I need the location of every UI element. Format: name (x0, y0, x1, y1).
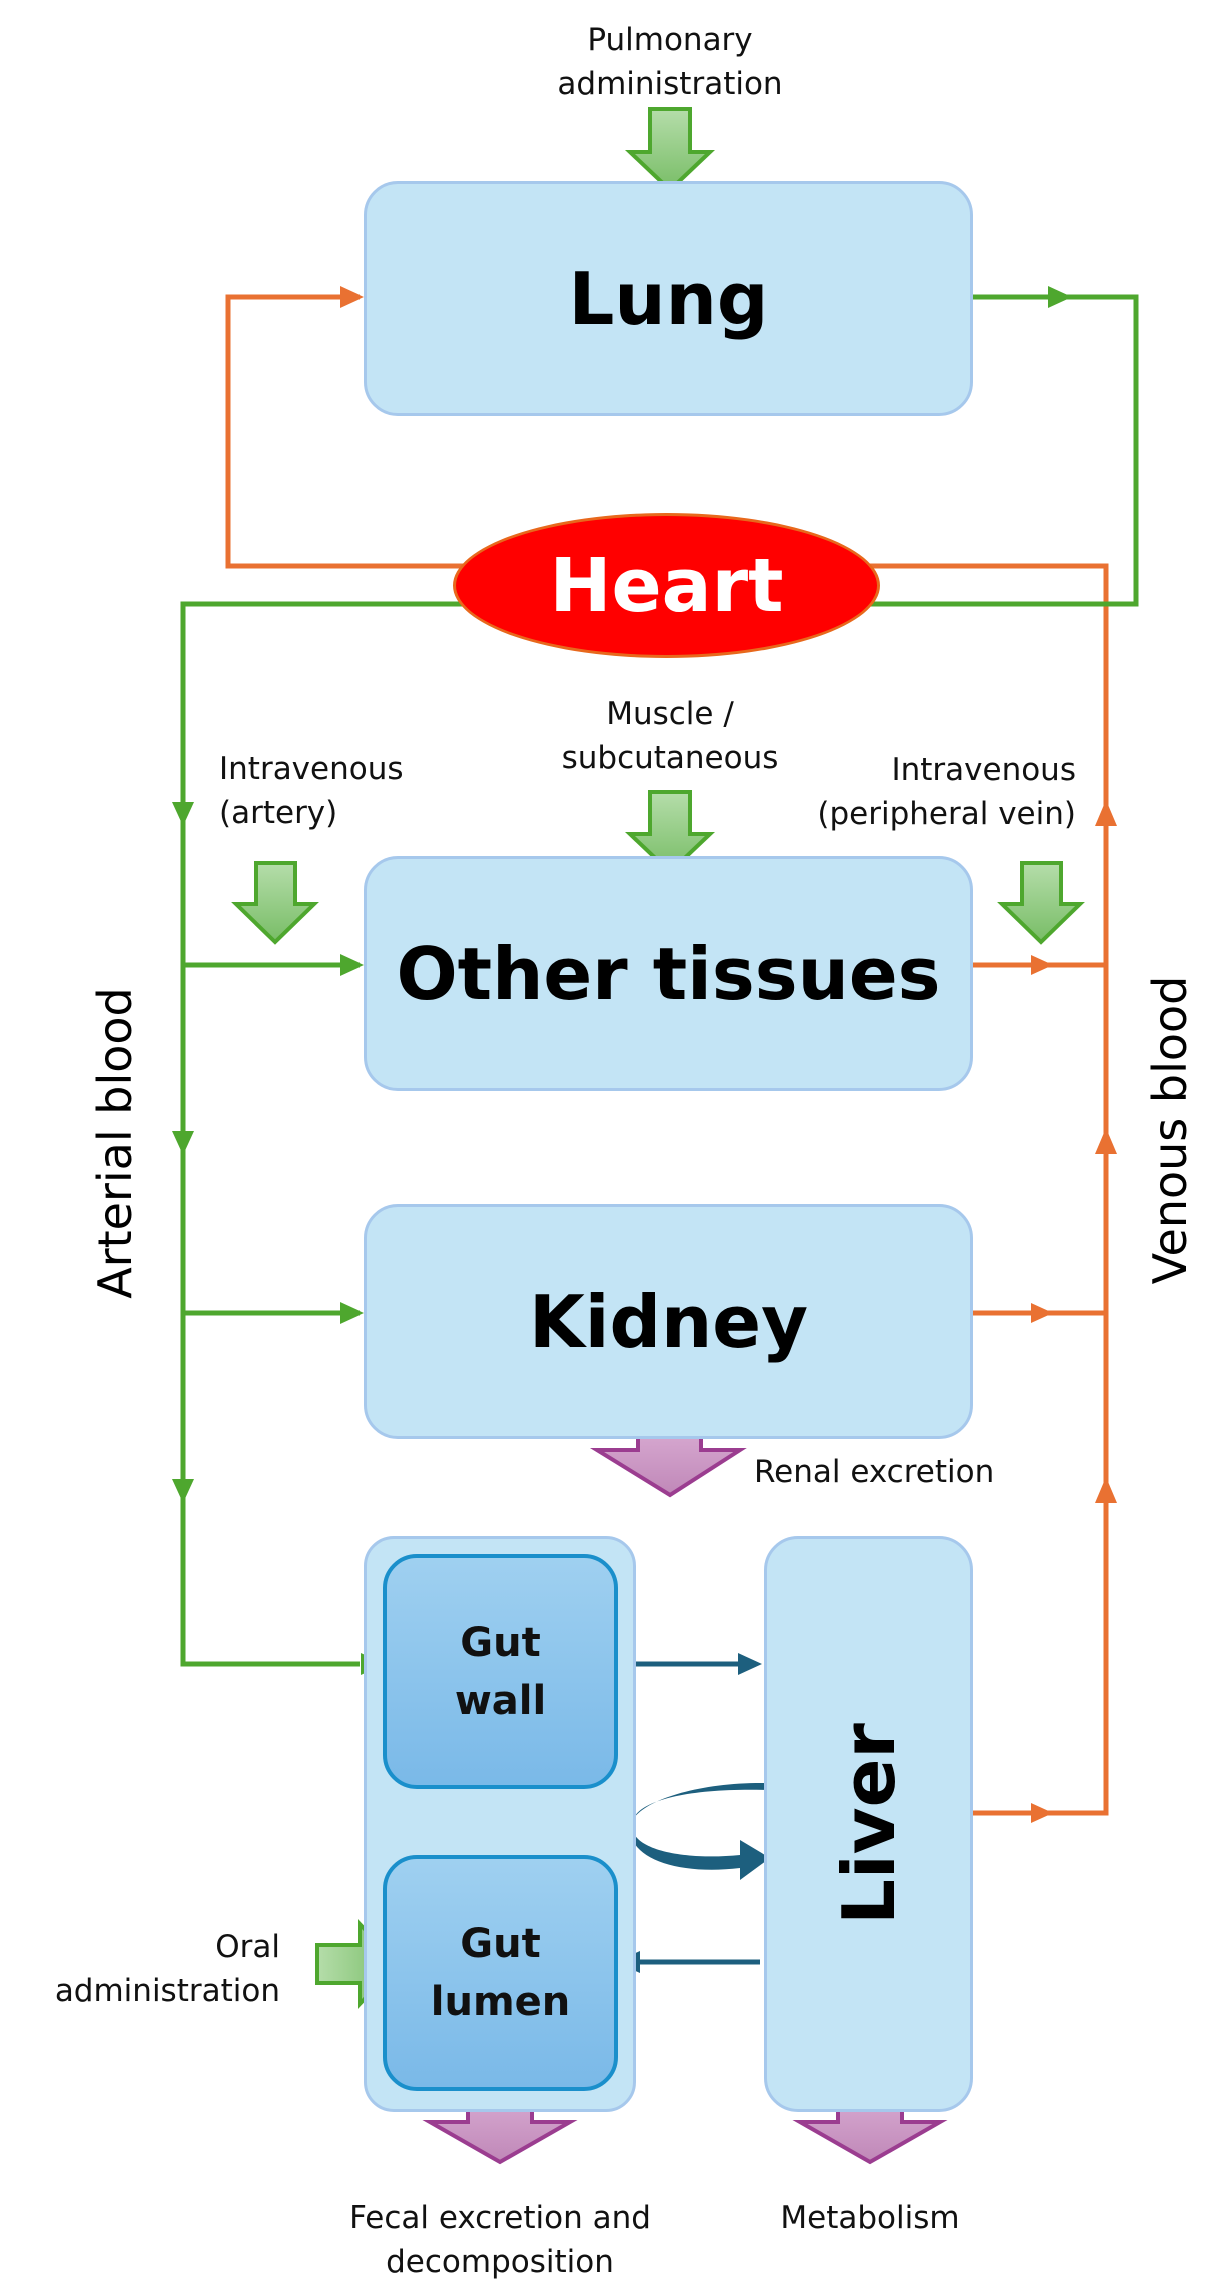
lung-label: Lung (568, 256, 769, 341)
gut-lumen-label-line1: Gut (460, 1921, 541, 1967)
iv-vein-label-line1: Intravenous (891, 752, 1076, 788)
iv-artery-label: Intravenous (artery) (219, 747, 479, 835)
enterohepatic-cycle-icon (629, 1782, 770, 1880)
pulmonary-label: Pulmonary administration (520, 18, 820, 106)
iv-vein-input-arrow (997, 861, 1085, 945)
other-tissues-label: Other tissues (396, 931, 941, 1016)
liver-box: Liver (764, 1536, 973, 2112)
renal-excretion-label: Renal excretion (754, 1454, 995, 1490)
venous-arrowheads (340, 286, 1117, 1823)
heart-ellipse: Heart (453, 513, 880, 658)
muscle-label-line2: subcutaneous (561, 740, 779, 776)
pulmonary-input-arrow (624, 107, 716, 193)
metabolism-label: Metabolism (780, 2200, 960, 2236)
fecal-excretion-label: Fecal excretion and decomposition (320, 2196, 680, 2284)
other-tissues-box: Other tissues (364, 856, 973, 1091)
gut-lumen-label-line2: lumen (430, 1979, 571, 2025)
heart-label: Heart (549, 542, 784, 629)
iv-vein-label: Intravenous (peripheral vein) (760, 748, 1076, 836)
kidney-label: Kidney (528, 1279, 809, 1364)
gut-wall-box: Gut wall (383, 1554, 618, 1789)
muscle-input-arrow (624, 790, 716, 875)
kidney-box: Kidney (364, 1204, 973, 1439)
liver-label: Liver (826, 1723, 911, 1925)
iv-artery-input-arrow (231, 861, 319, 945)
muscle-label-line1: Muscle / (606, 696, 734, 732)
gut-wall-label-line1: Gut (460, 1619, 541, 1666)
fecal-excretion-label-line1: Fecal excretion and (349, 2200, 651, 2236)
gut-lumen-box: Gut lumen (383, 1855, 618, 2091)
lung-box: Lung (364, 181, 973, 416)
pulmonary-label-line1: Pulmonary (587, 22, 753, 58)
oral-label-line2: administration (54, 1973, 280, 2009)
pulmonary-label-line2: administration (557, 66, 783, 102)
iv-artery-label-line2: (artery) (219, 795, 338, 831)
oral-label-line1: Oral (215, 1929, 280, 1965)
oral-label: Oral administration (20, 1925, 280, 2013)
muscle-label: Muscle / subcutaneous (520, 692, 820, 780)
fecal-excretion-label-line2: decomposition (386, 2244, 614, 2280)
arterial-blood-label: Arterial blood (88, 987, 142, 1299)
gut-wall-label-line2: wall (454, 1677, 547, 1724)
venous-blood-label: Venous blood (1143, 975, 1197, 1285)
iv-artery-label-line1: Intravenous (219, 751, 404, 787)
iv-vein-label-line2: (peripheral vein) (817, 796, 1076, 832)
